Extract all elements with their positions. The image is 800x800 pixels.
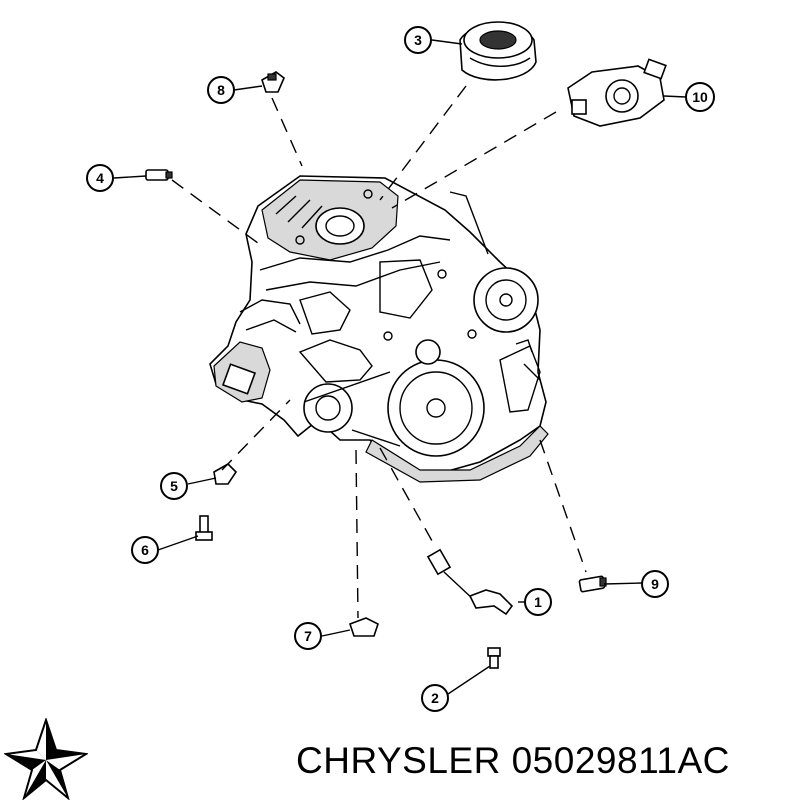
callout-8: 8 xyxy=(207,76,235,104)
part-8-sensor xyxy=(261,71,285,93)
callout-6-label: 6 xyxy=(141,542,149,558)
callout-7: 7 xyxy=(294,622,322,650)
part-10-throttle-body xyxy=(567,58,667,127)
callout-6: 6 xyxy=(131,536,159,564)
engine-assembly xyxy=(209,175,549,483)
callout-2-label: 2 xyxy=(431,690,439,706)
callout-10-label: 10 xyxy=(692,89,708,105)
part-1-wired-sensor xyxy=(426,548,514,616)
callout-5-label: 5 xyxy=(170,478,178,494)
part-4-sensor xyxy=(145,169,173,181)
callout-9-label: 9 xyxy=(651,576,659,592)
brand-name: CHRYSLER xyxy=(296,740,501,781)
part-6-bolt xyxy=(195,515,213,541)
part-number-caption: CHRYSLER 05029811AC xyxy=(296,736,796,786)
pentastar-logo-icon xyxy=(4,718,88,800)
callout-5: 5 xyxy=(160,472,188,500)
part-7-sensor xyxy=(348,617,379,637)
part-number: 05029811AC xyxy=(511,740,730,781)
callout-1-label: 1 xyxy=(534,594,542,610)
callout-1: 1 xyxy=(524,588,552,616)
part-9-sensor xyxy=(578,575,607,593)
callout-2: 2 xyxy=(421,684,449,712)
callout-4-label: 4 xyxy=(96,170,104,186)
callout-10: 10 xyxy=(685,82,715,112)
callout-3: 3 xyxy=(404,26,432,54)
part-2-bolt xyxy=(487,647,501,669)
callout-4: 4 xyxy=(86,164,114,192)
callout-8-label: 8 xyxy=(217,82,225,98)
callout-3-label: 3 xyxy=(414,32,422,48)
callout-9: 9 xyxy=(641,570,669,598)
assembly-lines xyxy=(171,85,587,619)
part-3-intake-elbow xyxy=(459,21,537,81)
callout-7-label: 7 xyxy=(304,628,312,644)
